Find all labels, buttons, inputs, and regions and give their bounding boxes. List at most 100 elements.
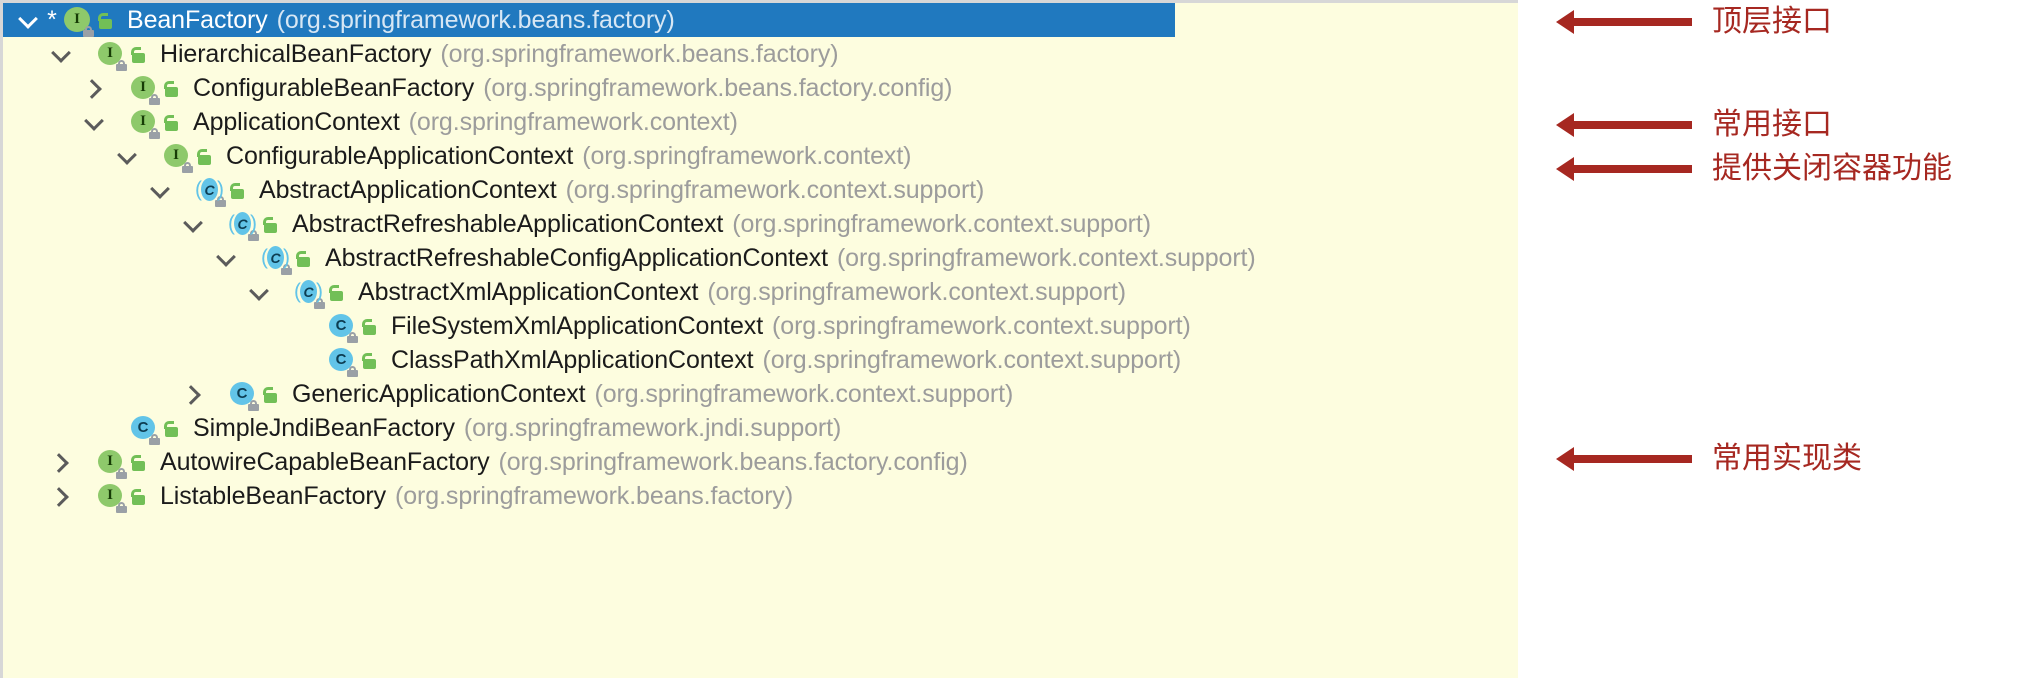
class-name: ConfigurableApplicationContext <box>226 141 574 170</box>
chevron-down-icon[interactable] <box>180 211 206 237</box>
class-icon: C <box>327 345 358 377</box>
chevron-right-icon[interactable] <box>81 75 107 101</box>
type-icon-glyph: C <box>267 246 284 269</box>
chevron-down-icon[interactable] <box>48 41 74 67</box>
chevron-placeholder <box>279 347 305 373</box>
package-name: (org.springframework.context.support) <box>836 243 1256 272</box>
root-star-icon: * <box>47 6 57 34</box>
tree-row[interactable]: *IApplicationContext(org.springframework… <box>3 105 1518 139</box>
chevron-down-icon[interactable] <box>15 7 41 33</box>
abstract-class-icon: C <box>261 243 292 275</box>
interface-icon: I <box>96 447 127 479</box>
annotation-top-level-interface: 顶层接口 <box>1556 4 1832 39</box>
public-unlocked-padlock-icon <box>227 178 249 202</box>
class-name: ConfigurableBeanFactory <box>193 73 475 102</box>
chevron-placeholder <box>81 415 107 441</box>
type-icon-glyph: C <box>329 314 353 337</box>
interface-icon: I <box>96 481 127 513</box>
tree-row[interactable]: *CAbstractRefreshableApplicationContext(… <box>3 207 1518 241</box>
chevron-right-icon[interactable] <box>48 449 74 475</box>
public-unlocked-padlock-icon <box>128 484 150 508</box>
annotation-label: 顶层接口 <box>1712 4 1832 39</box>
tree-row[interactable]: *CGenericApplicationContext(org.springfr… <box>3 377 1518 411</box>
class-name: AbstractRefreshableConfigApplicationCont… <box>325 243 828 272</box>
package-name: (org.springframework.context.support) <box>732 209 1151 238</box>
type-icon-glyph: I <box>164 144 188 167</box>
tree-row[interactable]: *IConfigurableBeanFactory(org.springfram… <box>3 71 1518 105</box>
package-name: (org.springframework.context.support) <box>707 277 1127 306</box>
chevron-placeholder <box>279 313 305 339</box>
type-hierarchy-panel[interactable]: * I BeanFactory (org.springframework.beans.… <box>0 0 1518 678</box>
class-name: AbstractApplicationContext <box>259 175 557 204</box>
chevron-down-icon[interactable] <box>213 245 239 271</box>
public-unlocked-padlock-icon <box>95 8 117 32</box>
annotation-label: 常用接口 <box>1712 107 1832 142</box>
tree-row[interactable]: *IAutowireCapableBeanFactory(org.springf… <box>3 445 1518 479</box>
interface-icon: I <box>129 107 160 139</box>
arrow-left-icon <box>1556 156 1692 181</box>
class-name: HierarchicalBeanFactory <box>160 39 432 68</box>
tree-row[interactable]: *IHierarchicalBeanFactory(org.springfram… <box>3 37 1518 71</box>
final-lock-badge-icon <box>182 161 193 173</box>
tree-row[interactable]: *CAbstractRefreshableConfigApplicationCo… <box>3 241 1518 275</box>
package-name: (org.springframework.beans.factory) <box>276 5 675 34</box>
public-unlocked-padlock-icon <box>359 348 381 372</box>
chevron-down-icon[interactable] <box>147 177 173 203</box>
class-name: ClassPathXmlApplicationContext <box>391 345 754 374</box>
tree-row[interactable]: *CSimpleJndiBeanFactory(org.springframew… <box>3 411 1518 445</box>
public-unlocked-padlock-icon <box>161 76 183 100</box>
interface-icon: I <box>129 73 160 105</box>
package-name: (org.springframework.beans.factory) <box>395 481 794 510</box>
tree-row[interactable]: *CAbstractXmlApplicationContext(org.spri… <box>3 275 1518 309</box>
tree-row[interactable]: *CClassPathXmlApplicationContext(org.spr… <box>3 343 1518 377</box>
chevron-down-icon[interactable] <box>246 279 272 305</box>
type-icon-glyph: I <box>98 484 122 507</box>
public-unlocked-padlock-icon <box>128 42 150 66</box>
chevron-right-icon[interactable] <box>180 381 206 407</box>
tree-row[interactable]: *CAbstractApplicationContext(org.springf… <box>3 173 1518 207</box>
final-lock-badge-icon <box>281 263 292 275</box>
package-name: (org.springframework.context) <box>408 107 738 136</box>
package-name: (org.springframework.context.support) <box>762 345 1182 374</box>
type-icon-glyph: C <box>230 382 254 405</box>
tree-row[interactable]: *IListableBeanFactory(org.springframewor… <box>3 479 1518 513</box>
public-unlocked-padlock-icon <box>326 280 348 304</box>
class-icon: C <box>228 379 259 411</box>
type-icon-glyph: I <box>131 110 155 133</box>
chevron-down-icon[interactable] <box>114 143 140 169</box>
final-lock-badge-icon <box>149 93 160 105</box>
type-icon-glyph: C <box>329 348 353 371</box>
arrow-left-icon <box>1556 446 1692 471</box>
abstract-class-icon: C <box>228 209 259 241</box>
final-lock-badge-icon <box>149 433 160 445</box>
class-icon: C <box>129 413 160 445</box>
package-name: (org.springframework.context.support) <box>565 175 985 204</box>
class-name: AbstractRefreshableApplicationContext <box>292 209 724 238</box>
final-lock-badge-icon <box>116 467 127 479</box>
class-name: ListableBeanFactory <box>160 481 387 510</box>
final-lock-badge-icon <box>116 59 127 71</box>
public-unlocked-padlock-icon <box>161 110 183 134</box>
package-name: (org.springframework.context.support) <box>594 379 1014 408</box>
type-hierarchy-tree: * I BeanFactory (org.springframework.beans.… <box>3 3 1518 513</box>
final-lock-badge-icon <box>314 297 325 309</box>
package-name: (org.springframework.beans.factory.confi… <box>498 447 968 476</box>
final-lock-badge-icon <box>248 399 259 411</box>
public-unlocked-padlock-icon <box>260 382 282 406</box>
interface-icon: I <box>63 5 94 37</box>
type-icon-glyph: I <box>65 8 89 31</box>
tree-row[interactable]: * I BeanFactory (org.springframework.beans.… <box>3 3 1175 37</box>
chevron-down-icon[interactable] <box>81 109 107 135</box>
tree-row[interactable]: *IConfigurableApplicationContext(org.spr… <box>3 139 1518 173</box>
final-lock-badge-icon <box>248 229 259 241</box>
chevron-right-icon[interactable] <box>48 483 74 509</box>
abstract-class-icon: C <box>294 277 325 309</box>
type-icon-glyph: C <box>131 416 155 439</box>
final-lock-badge-icon <box>347 365 358 377</box>
type-icon-glyph: C <box>234 212 251 235</box>
public-unlocked-padlock-icon <box>293 246 315 270</box>
tree-row[interactable]: *CFileSystemXmlApplicationContext(org.sp… <box>3 309 1518 343</box>
package-name: (org.springframework.jndi.support) <box>463 413 842 442</box>
class-name: AutowireCapableBeanFactory <box>160 447 490 476</box>
class-name: BeanFactory <box>127 5 268 34</box>
